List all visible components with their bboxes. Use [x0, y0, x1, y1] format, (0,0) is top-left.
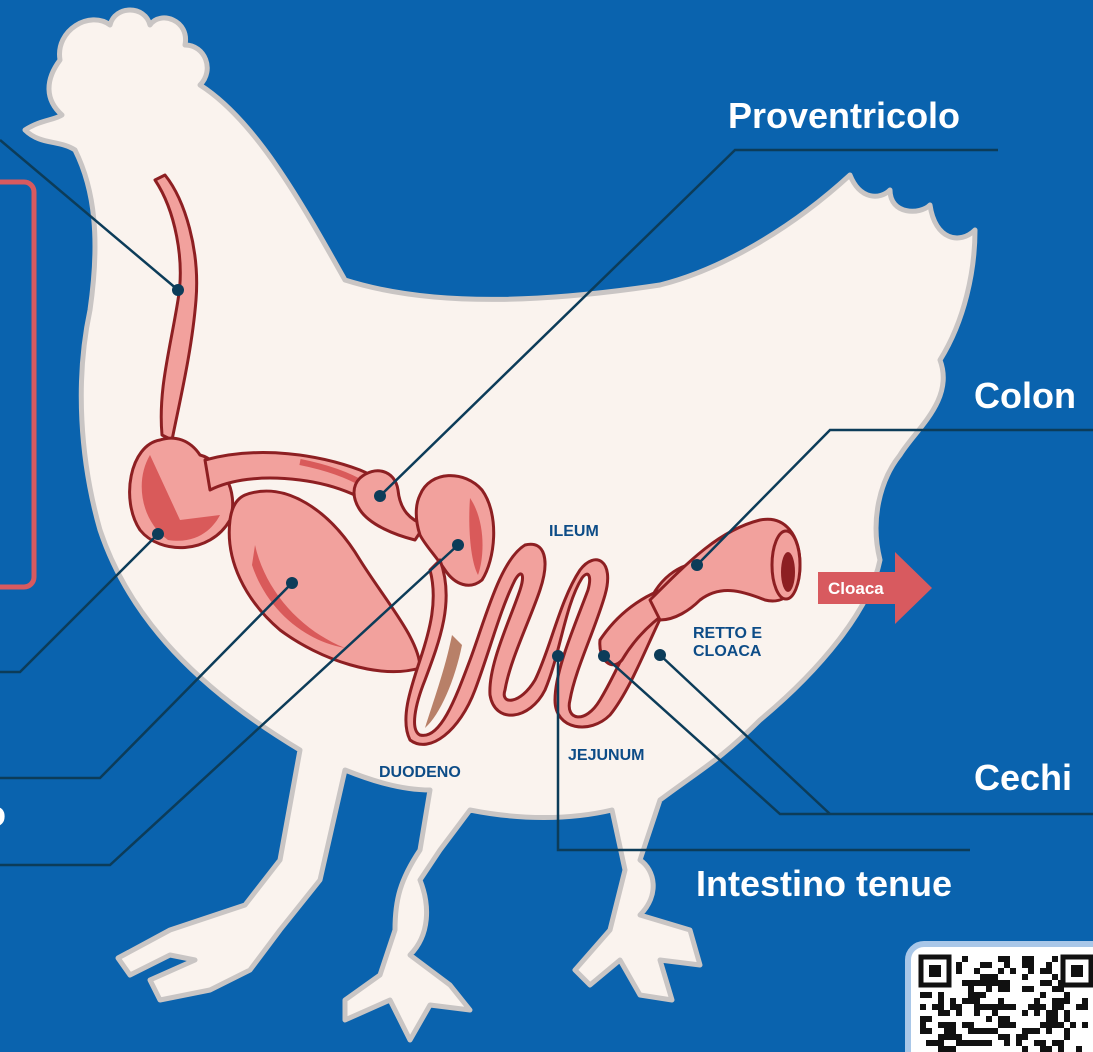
cloaca-arrow-label: Cloaca [828, 579, 884, 598]
label-colon: Colon [974, 375, 1076, 416]
left-info-box [0, 182, 34, 587]
label-proventricolo: Proventricolo [728, 95, 960, 136]
qr-code-icon[interactable] [908, 944, 1093, 1052]
label-retto-line1: RETTO E [693, 625, 762, 642]
label-retto-line2: CLOACA [693, 643, 762, 660]
label-partial-left: o [0, 793, 6, 834]
label-intestino-tenue: Intestino tenue [696, 863, 952, 904]
label-cechi: Cechi [974, 757, 1072, 798]
label-duodeno: DUODENO [379, 764, 461, 781]
label-jejunum: JEJUNUM [568, 747, 644, 764]
label-ileum: ILEUM [549, 523, 599, 540]
